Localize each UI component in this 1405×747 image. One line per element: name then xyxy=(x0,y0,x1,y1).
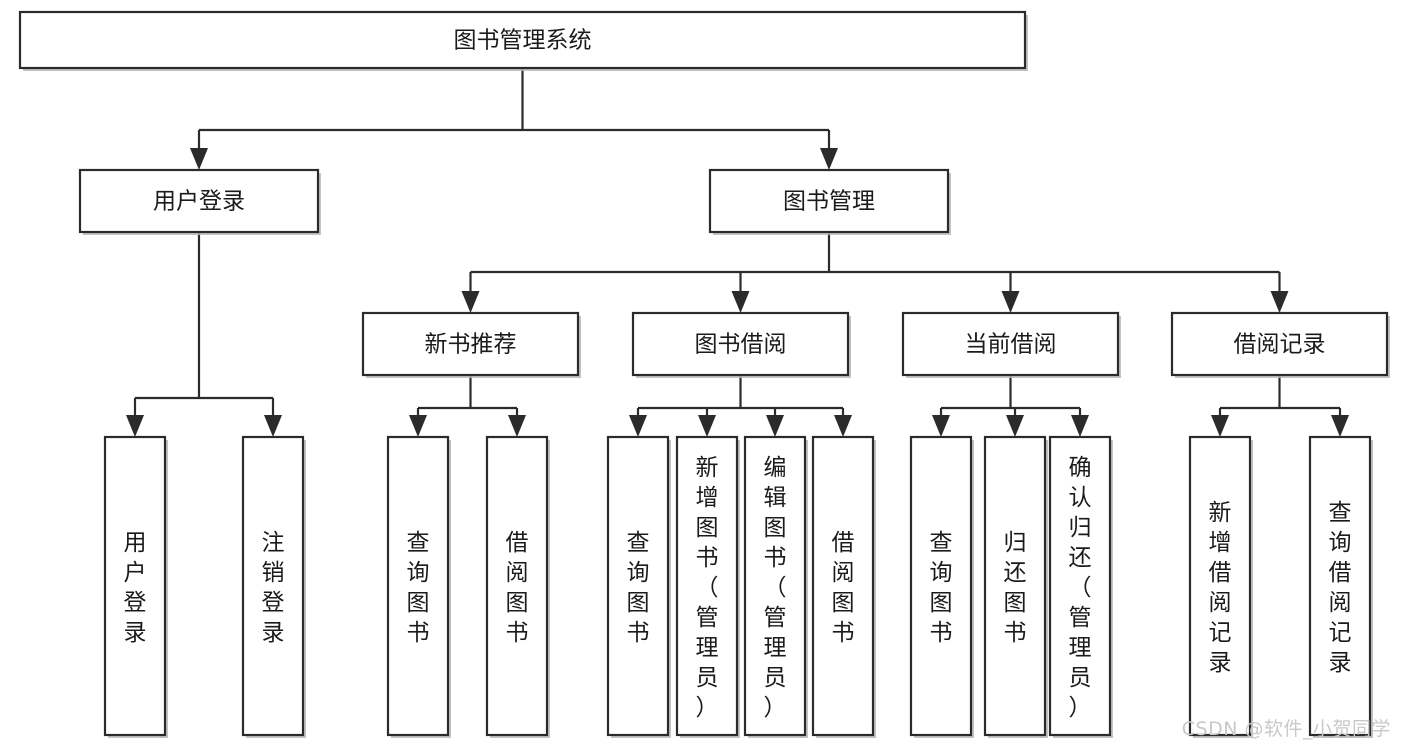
node-leaf-return-book[interactable]: 归还图书 xyxy=(983,435,1048,738)
node-user-login-box[interactable] xyxy=(78,168,320,234)
node-current-borrow-label: 当前借阅 xyxy=(965,332,1057,358)
arrow-head-icon xyxy=(766,415,784,437)
node-book-manage[interactable]: 图书管理 xyxy=(708,168,951,235)
node-leaf-borrow-book-rec[interactable]: 借阅图书 xyxy=(485,435,550,738)
node-leaf-add-record[interactable]: 新增借阅记录 xyxy=(1188,435,1253,738)
node-leaf-borrow-book-rec-box[interactable] xyxy=(485,435,549,737)
node-leaf-query-book-rec-box[interactable] xyxy=(386,435,450,737)
node-leaf-query-book-cur-box[interactable] xyxy=(909,435,973,737)
node-leaf-query-record[interactable]: 查询借阅记录 xyxy=(1308,435,1373,738)
node-leaf-borrow-book-label: 借阅图书 xyxy=(832,530,855,646)
node-leaf-user-logout-box[interactable] xyxy=(241,435,305,737)
arrow-head-icon xyxy=(1331,415,1349,437)
node-leaf-borrow-book-rec-label: 借阅图书 xyxy=(506,530,529,646)
node-leaf-add-book[interactable]: 新增图书（管理员） xyxy=(675,435,740,738)
node-current-borrow[interactable]: 当前借阅 xyxy=(901,311,1121,378)
node-current-borrow-box[interactable] xyxy=(901,311,1120,377)
arrow-head-icon xyxy=(834,415,852,437)
arrow-head-icon xyxy=(1001,291,1020,313)
node-user-login-label: 用户登录 xyxy=(153,189,245,215)
node-book-manage-box[interactable] xyxy=(708,168,950,234)
node-book-borrow-box[interactable] xyxy=(631,311,850,377)
node-layer: 图书管理系统用户登录图书管理新书推荐图书借阅当前借阅借阅记录用户登录注销登录查询… xyxy=(18,10,1390,738)
node-new-book-rec-label: 新书推荐 xyxy=(425,332,517,358)
node-borrow-record[interactable]: 借阅记录 xyxy=(1170,311,1390,378)
node-borrow-record-label: 借阅记录 xyxy=(1234,332,1326,358)
arrow-head-icon xyxy=(409,415,427,437)
node-leaf-confirm-return-label: 确认归还（管理员） xyxy=(1069,455,1092,721)
node-leaf-edit-book-label: 编辑图书（管理员） xyxy=(764,455,787,721)
node-book-manage-label: 图书管理 xyxy=(783,189,875,215)
arrow-head-icon xyxy=(126,415,144,437)
arrow-head-icon xyxy=(1071,415,1089,437)
node-leaf-add-book-box[interactable] xyxy=(675,435,739,737)
node-leaf-add-record-box[interactable] xyxy=(1188,435,1252,737)
arrow-head-icon xyxy=(820,148,838,170)
node-leaf-edit-book-box[interactable] xyxy=(743,435,807,737)
node-leaf-return-book-box[interactable] xyxy=(983,435,1047,737)
node-leaf-borrow-book-box[interactable] xyxy=(811,435,875,737)
arrow-head-icon xyxy=(698,415,716,437)
node-leaf-borrow-book[interactable]: 借阅图书 xyxy=(811,435,876,738)
node-user-login[interactable]: 用户登录 xyxy=(78,168,321,235)
arrow-head-icon xyxy=(264,415,282,437)
node-root-system-label: 图书管理系统 xyxy=(454,28,592,54)
node-leaf-query-book-cur[interactable]: 查询图书 xyxy=(909,435,974,738)
node-borrow-record-box[interactable] xyxy=(1170,311,1389,377)
arrow-head-icon xyxy=(932,415,950,437)
node-leaf-query-record-box[interactable] xyxy=(1308,435,1372,737)
node-leaf-query-book-rec[interactable]: 查询图书 xyxy=(386,435,451,738)
node-leaf-query-book-borrow-label: 查询图书 xyxy=(627,530,650,646)
node-book-borrow[interactable]: 图书借阅 xyxy=(631,311,851,378)
node-leaf-confirm-return-box[interactable] xyxy=(1048,435,1112,737)
node-leaf-add-book-label: 新增图书（管理员） xyxy=(696,455,719,721)
node-new-book-rec-box[interactable] xyxy=(361,311,580,377)
node-leaf-user-logout[interactable]: 注销登录 xyxy=(241,435,306,738)
arrow-head-icon xyxy=(508,415,526,437)
arrow-head-icon xyxy=(629,415,647,437)
arrow-head-icon xyxy=(1270,291,1289,313)
node-leaf-query-book-cur-label: 查询图书 xyxy=(930,530,953,646)
node-leaf-query-book-borrow[interactable]: 查询图书 xyxy=(606,435,671,738)
node-book-borrow-label: 图书借阅 xyxy=(695,332,787,358)
arrow-head-icon xyxy=(1006,415,1024,437)
node-leaf-add-record-label: 新增借阅记录 xyxy=(1209,500,1232,676)
node-leaf-user-logout-label: 注销登录 xyxy=(262,530,285,646)
node-leaf-query-book-rec-label: 查询图书 xyxy=(407,530,430,646)
node-leaf-return-book-label: 归还图书 xyxy=(1004,530,1027,646)
node-leaf-user-login-box[interactable] xyxy=(103,435,167,737)
node-leaf-confirm-return[interactable]: 确认归还（管理员） xyxy=(1048,435,1113,738)
node-new-book-rec[interactable]: 新书推荐 xyxy=(361,311,581,378)
node-leaf-edit-book[interactable]: 编辑图书（管理员） xyxy=(743,435,808,738)
arrow-head-icon xyxy=(190,148,208,170)
arrow-head-icon xyxy=(1211,415,1229,437)
node-leaf-query-record-label: 查询借阅记录 xyxy=(1329,500,1352,676)
node-root-system-box[interactable] xyxy=(18,10,1027,70)
arrow-head-icon xyxy=(731,291,750,313)
node-root-system[interactable]: 图书管理系统 xyxy=(18,10,1028,71)
node-leaf-query-book-borrow-box[interactable] xyxy=(606,435,670,737)
connector-layer xyxy=(126,68,1349,437)
node-leaf-user-login-label: 用户登录 xyxy=(124,530,147,646)
node-leaf-user-login[interactable]: 用户登录 xyxy=(103,435,168,738)
arrow-head-icon xyxy=(461,291,480,313)
